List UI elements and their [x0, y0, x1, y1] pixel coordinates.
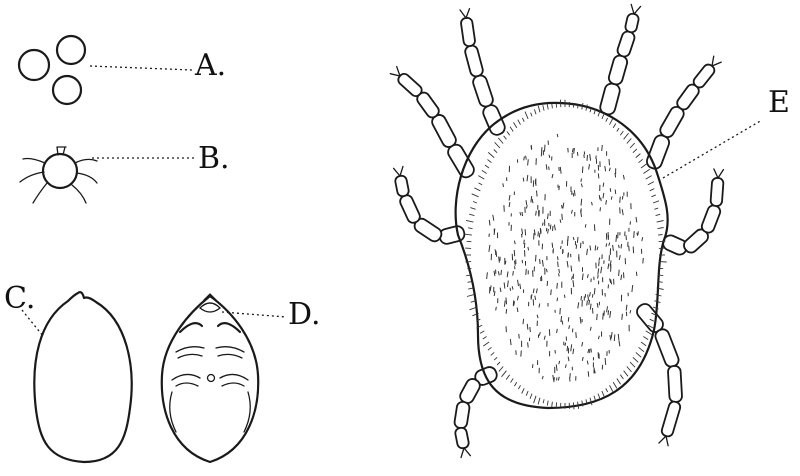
leg-right-2: [645, 56, 721, 170]
label-d: D.: [288, 297, 321, 332]
label-e: E: [768, 85, 790, 120]
larva-figure-b: [20, 147, 97, 203]
leg-right-1: [599, 4, 641, 116]
leader-a: [90, 66, 192, 70]
leg-right-3: [661, 169, 724, 257]
body-ventral-figure-d: [162, 294, 258, 462]
label-a: A.: [194, 48, 226, 83]
leg-left-4: [454, 365, 499, 458]
eggs-figure-a: [19, 36, 85, 104]
leader-e: [663, 120, 762, 178]
mite-body-hairs: [487, 134, 644, 382]
leg-left-2: [390, 67, 476, 180]
leg-right-4: [634, 301, 682, 446]
label-c: C.: [4, 281, 35, 316]
mite-legs: [390, 4, 723, 457]
leg-left-1: [460, 9, 507, 137]
body-outline-figure-c: [34, 292, 131, 462]
label-b: B.: [198, 141, 230, 176]
adult-mite-figure-e: [390, 4, 723, 457]
mite-body-fringe: [465, 100, 667, 410]
mite-body: [456, 103, 668, 408]
